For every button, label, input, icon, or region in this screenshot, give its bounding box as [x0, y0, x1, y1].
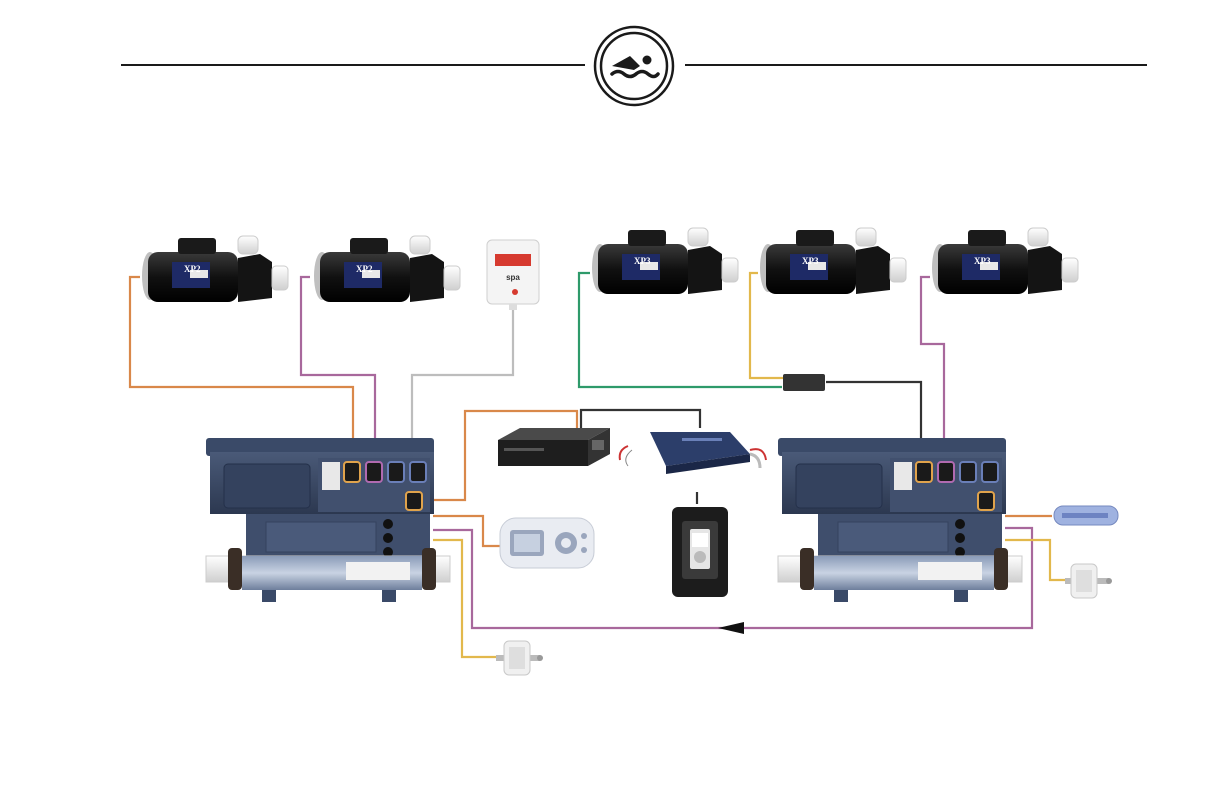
control-box-icon	[778, 438, 1022, 602]
sensor-icon	[1065, 564, 1112, 598]
wire-purple-pump5	[921, 277, 944, 438]
pump-model-label: XP2	[184, 264, 201, 274]
media-dock-icon	[672, 507, 728, 597]
pump-model-label: XP3	[634, 256, 651, 266]
pump-icon	[142, 236, 288, 302]
control-boxes	[206, 438, 1022, 602]
link-box-icon	[783, 374, 825, 391]
pump-2: XP2	[314, 236, 460, 302]
pump-model-label: XP2	[356, 264, 373, 274]
wifi-module-icon	[620, 432, 766, 474]
pump-icon	[760, 228, 906, 294]
control-box-left	[206, 438, 450, 602]
sensor-left	[496, 641, 543, 675]
pump-model-label: XP3	[802, 256, 819, 266]
pump-5: XP3	[932, 228, 1078, 294]
amplifier-icon	[498, 428, 610, 466]
ozonator-icon: spa	[487, 240, 539, 310]
sensor-right	[1065, 564, 1112, 598]
pump-icon	[314, 236, 460, 302]
led-light-icon	[1054, 506, 1118, 525]
pump-model-label: XP3	[974, 256, 991, 266]
control-box-icon	[206, 438, 450, 602]
pump-1: XP2	[142, 236, 288, 302]
sensor-icon	[496, 641, 543, 675]
ozonator-brand-label: spa	[506, 273, 520, 282]
wire-dark-linkbox	[826, 382, 921, 438]
pumps: XP2 XP2 XP3 XP3 XP3	[142, 228, 1078, 302]
control-box-right	[778, 438, 1022, 602]
link-arrow-icon	[718, 622, 744, 634]
wire-gray-ozonator	[412, 305, 513, 438]
wire-dark-amp-wifi	[581, 410, 700, 428]
keypad-icon	[500, 518, 594, 568]
pump-3: XP3	[592, 228, 738, 294]
pump-4: XP3	[760, 228, 906, 294]
swimmer-icon	[595, 27, 673, 105]
header	[121, 27, 1147, 105]
pump-icon	[932, 228, 1078, 294]
pump-icon	[592, 228, 738, 294]
